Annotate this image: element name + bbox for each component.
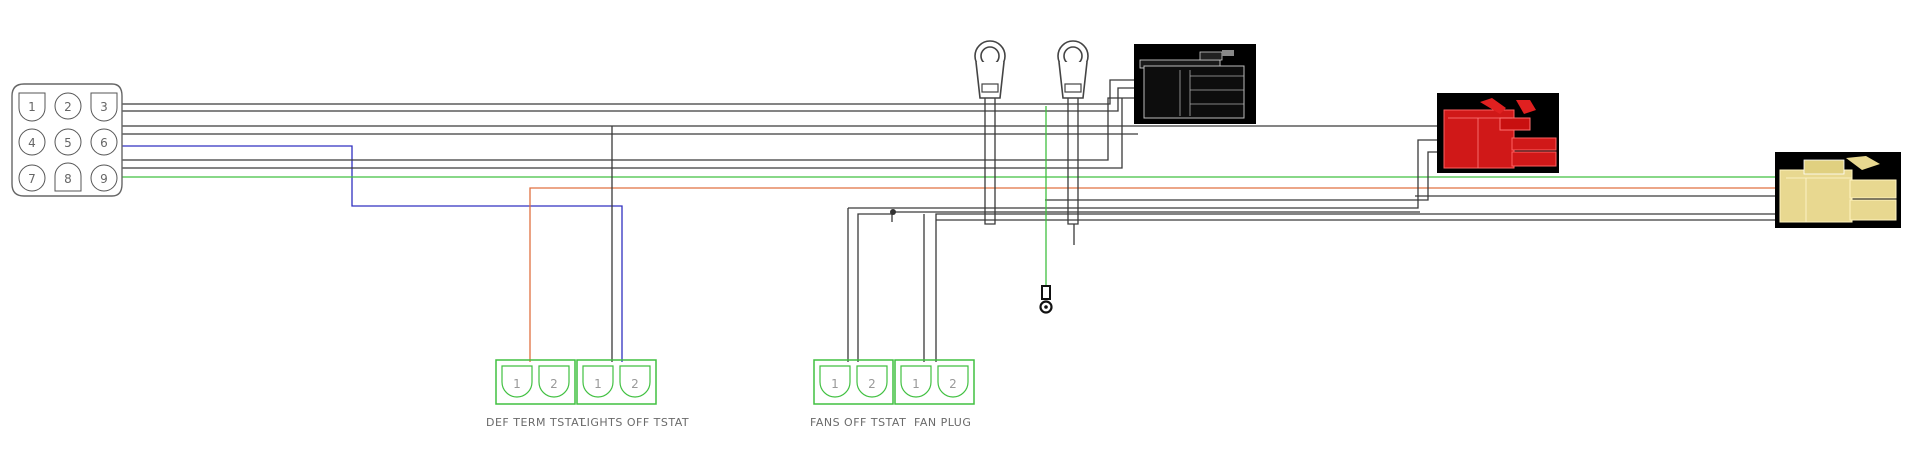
wire-black [122, 79, 1138, 105]
harness-pin-number: 7 [28, 172, 36, 186]
harness-pin: 1 [18, 92, 46, 122]
harness-pin: 8 [54, 162, 82, 192]
harness-pin-number: 6 [100, 136, 108, 150]
junction-dot [890, 209, 896, 215]
ring-terminal-2 [1057, 40, 1089, 99]
harness-pin-number: 2 [64, 100, 72, 114]
terminal-pin-number: 2 [949, 377, 957, 391]
terminal-pin: 2 [619, 365, 651, 398]
harness-pin: 4 [18, 128, 46, 156]
wire-black [1067, 94, 1079, 225]
terminal-pin-number: 1 [513, 377, 521, 391]
wire-black [848, 139, 1440, 209]
terminal-block-label: LIGHTS OFF TSTAT [580, 416, 689, 429]
terminal-pin: 2 [856, 365, 888, 398]
harness-pin: 2 [54, 92, 82, 120]
wire-black [122, 98, 1123, 169]
harness-pin-number: 3 [100, 100, 108, 114]
ground-terminal-icon [1039, 285, 1053, 314]
red-connector [1437, 93, 1559, 173]
terminal-pin: 1 [819, 365, 851, 398]
black-connector [1134, 44, 1256, 124]
harness-pin-number: 8 [64, 172, 72, 186]
terminal-block-label: DEF TERM TSTAT [486, 416, 586, 429]
harness-connector: 1 2 3 4 5 6 7 8 9 [11, 83, 123, 197]
terminal-pin: 2 [538, 365, 570, 398]
harness-pin: 6 [90, 128, 118, 156]
harness-pin: 5 [54, 128, 82, 156]
terminal-pin: 2 [937, 365, 969, 398]
wire-black [857, 213, 893, 362]
wire-black [122, 87, 1138, 112]
terminal-pin-number: 2 [550, 377, 558, 391]
harness-pin: 9 [90, 164, 118, 192]
wire-black [1045, 151, 1440, 201]
terminal-pin-number: 1 [831, 377, 839, 391]
terminal-pin-number: 1 [594, 377, 602, 391]
terminal-pin: 1 [900, 365, 932, 398]
yellow-connector [1775, 152, 1901, 228]
terminal-pin-number: 2 [868, 377, 876, 391]
terminal-block-label: FAN PLUG [914, 416, 971, 429]
harness-pin-number: 9 [100, 172, 108, 186]
terminal-pin-number: 2 [631, 377, 639, 391]
harness-pin-number: 5 [64, 136, 72, 150]
terminal-pin-number: 1 [912, 377, 920, 391]
harness-pin-number: 4 [28, 136, 36, 150]
ring-terminal-icon [974, 40, 1006, 99]
harness-pin: 7 [18, 164, 46, 192]
ring-terminal-icon [1057, 40, 1089, 99]
harness-pin: 3 [90, 92, 118, 122]
ring-terminal-1 [974, 40, 1006, 99]
wire-black [935, 213, 1780, 362]
wire-black [122, 97, 1138, 161]
wire-black [984, 94, 996, 225]
wire-orange [529, 187, 1780, 362]
terminal-block-label: FANS OFF TSTAT [810, 416, 906, 429]
wire-blue [122, 145, 623, 362]
terminal-pin: 1 [501, 365, 533, 398]
harness-pin-number: 1 [28, 100, 36, 114]
terminal-pin: 1 [582, 365, 614, 398]
wires [122, 79, 1780, 362]
harness-pins: 1 2 3 4 5 6 7 8 9 [18, 92, 118, 192]
